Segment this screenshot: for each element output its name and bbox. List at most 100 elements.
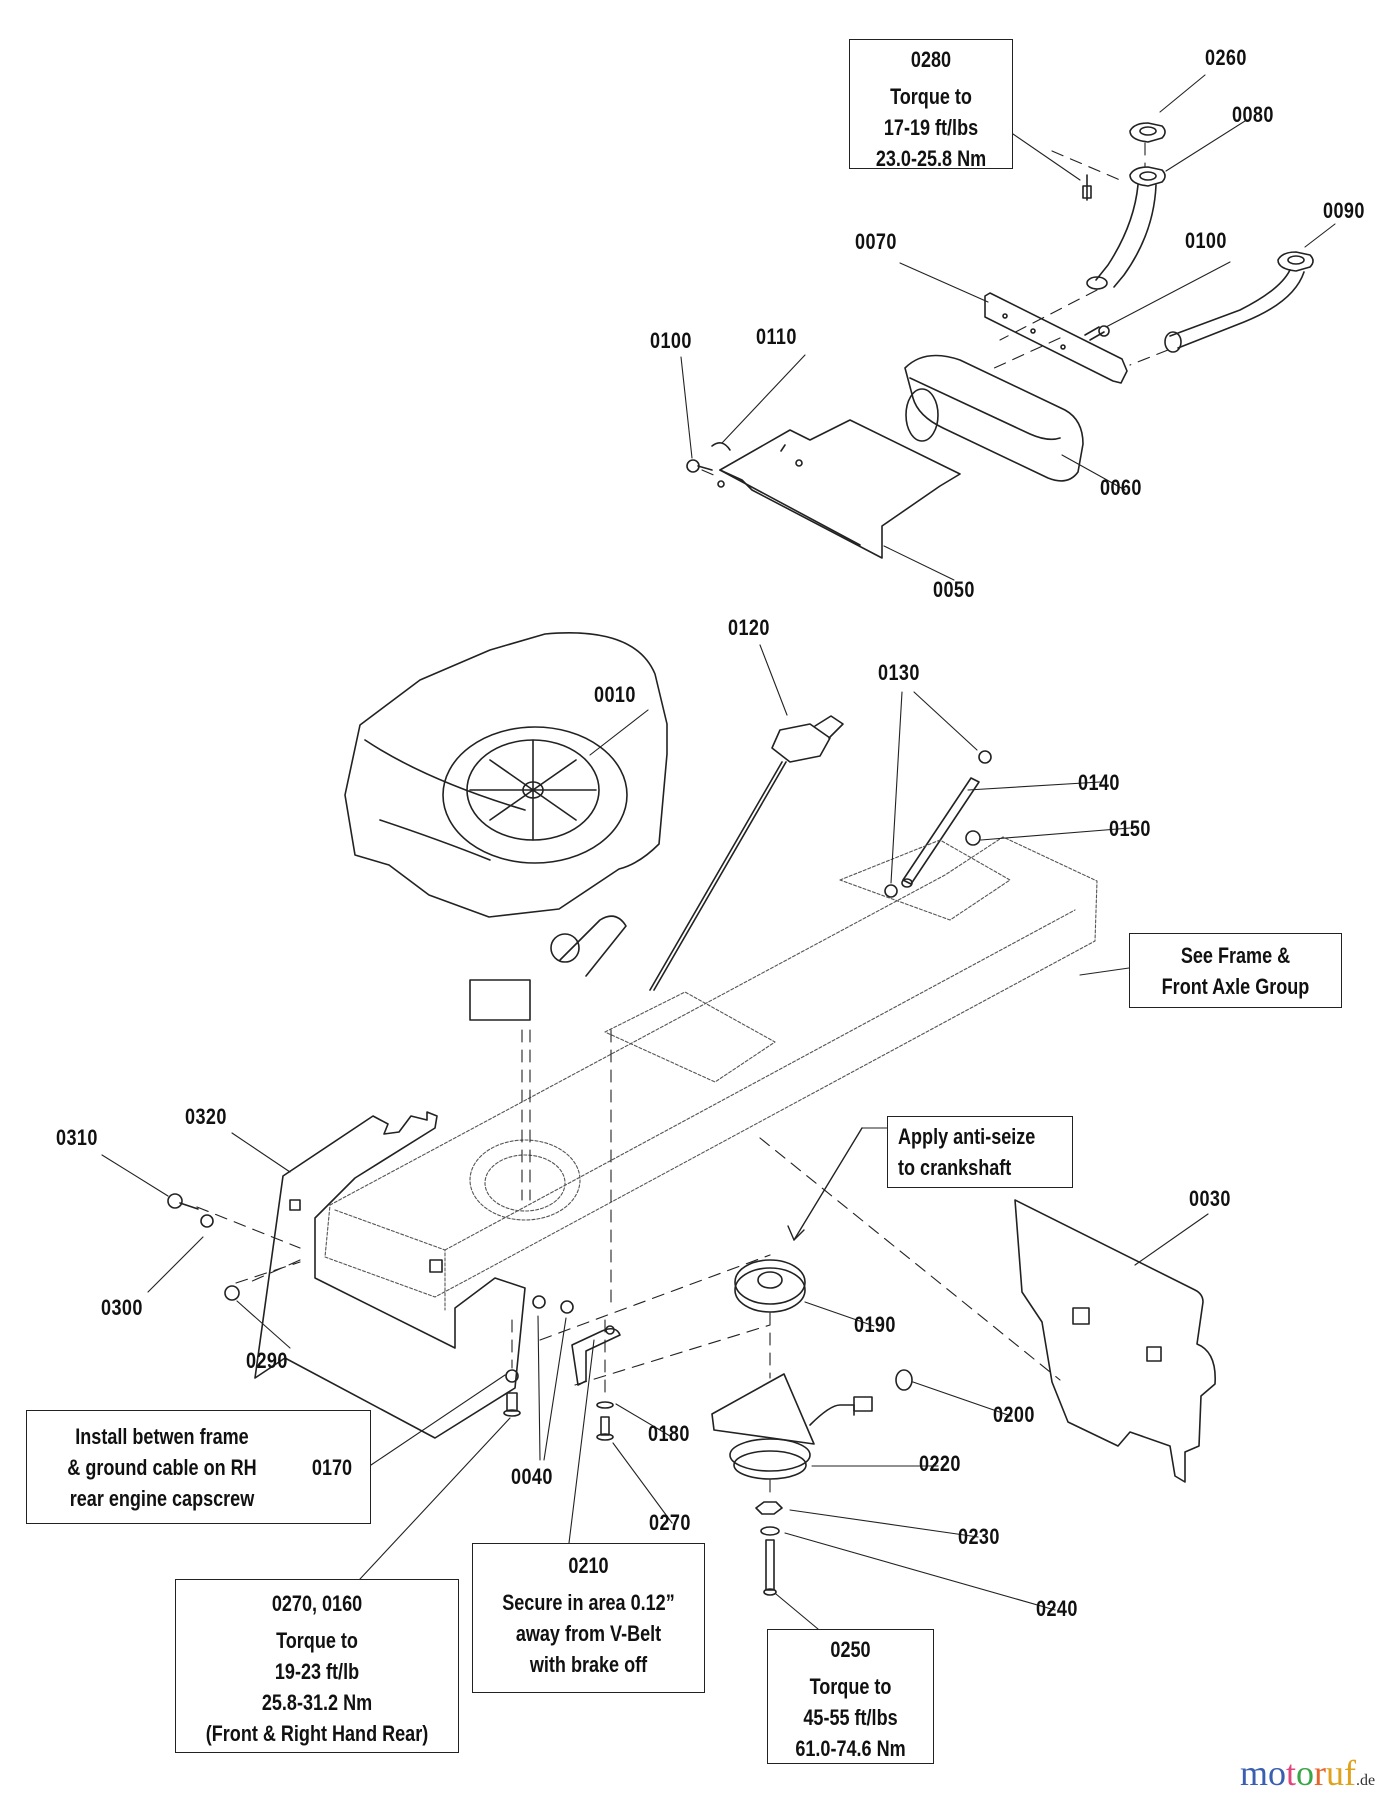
bolt-0250[interactable] xyxy=(763,1539,777,1596)
part-label-0300[interactable]: 0300 xyxy=(101,1295,143,1320)
engine-0010[interactable] xyxy=(344,632,668,1021)
note-line: 17-19 ft/lbs xyxy=(883,115,979,140)
nuts-0040[interactable] xyxy=(532,1295,574,1314)
fuel-hose-0140[interactable] xyxy=(901,777,980,888)
watermark-letter: m xyxy=(1240,1753,1269,1793)
watermark-letter: o xyxy=(1296,1753,1315,1793)
spacer-0230[interactable] xyxy=(755,1501,783,1515)
part-label-0190[interactable]: 0190 xyxy=(854,1312,896,1337)
part-label-0010[interactable]: 0010 xyxy=(594,682,636,707)
part-label-0030[interactable]: 0030 xyxy=(1189,1186,1231,1211)
bolt-0100-right[interactable] xyxy=(1084,325,1110,341)
hose-clamp-0130-lower[interactable] xyxy=(884,884,898,898)
note-install-0170: Install betwen frame & ground cable on R… xyxy=(26,1410,371,1524)
part-label-0200[interactable]: 0200 xyxy=(993,1402,1035,1427)
note-line: away from V-Belt xyxy=(515,1621,662,1646)
note-line: 23.0-25.8 Nm xyxy=(875,146,987,171)
watermark-letter: t xyxy=(1286,1753,1297,1793)
note-line: Torque to xyxy=(890,84,972,109)
part-label-0320[interactable]: 0320 xyxy=(185,1104,227,1129)
note-line: Torque to xyxy=(276,1628,358,1653)
exhaust-gasket-0260[interactable] xyxy=(1129,122,1166,143)
washer-0180[interactable] xyxy=(596,1401,614,1409)
note-line: rear engine capscrew xyxy=(69,1486,255,1511)
part-label-0110[interactable]: 0110 xyxy=(756,324,797,349)
note-line: 61.0-74.6 Nm xyxy=(795,1736,906,1761)
nut-0300[interactable] xyxy=(200,1214,214,1228)
watermark-letter: f xyxy=(1344,1753,1357,1793)
capscrew-0270-left[interactable] xyxy=(503,1392,521,1417)
note-line: Torque to xyxy=(809,1674,892,1699)
watermark-letter: r xyxy=(1314,1753,1327,1793)
pulley-0190[interactable] xyxy=(734,1259,806,1313)
note-line: Apply anti-seize xyxy=(898,1124,1036,1149)
watermark-letter: o xyxy=(1268,1753,1287,1793)
part-label-0180[interactable]: 0180 xyxy=(648,1421,690,1446)
note-line: 19-23 ft/lb xyxy=(274,1659,360,1684)
capscrew-0310[interactable] xyxy=(167,1193,199,1210)
note-secure-0210: 0210 Secure in area 0.12” away from V-Be… xyxy=(472,1543,705,1693)
bolt-0280[interactable] xyxy=(1082,174,1092,201)
part-label-0270[interactable]: 0270 xyxy=(649,1510,691,1535)
note-line: 45-55 ft/lbs xyxy=(803,1705,898,1730)
heat-shield-0050[interactable] xyxy=(717,419,961,559)
note-line: Secure in area 0.12” xyxy=(502,1590,675,1615)
clip-0110[interactable] xyxy=(711,442,731,451)
part-label-0040[interactable]: 0040 xyxy=(511,1464,553,1489)
note-line: to crankshaft xyxy=(898,1155,1012,1180)
deflector-0030[interactable] xyxy=(1014,1199,1216,1483)
part-label-0050[interactable]: 0050 xyxy=(933,577,975,602)
clip-0200[interactable] xyxy=(895,1369,913,1391)
note-line: Front Axle Group xyxy=(1161,974,1310,999)
muffler-0060[interactable] xyxy=(904,354,1084,482)
leader-lines xyxy=(101,74,1336,1630)
bolt-0100-left[interactable] xyxy=(686,459,713,473)
note-part-number: 0250 xyxy=(830,1637,871,1662)
part-label-0080[interactable]: 0080 xyxy=(1232,102,1274,127)
nut-0290[interactable] xyxy=(224,1285,240,1301)
capscrew-0270-right[interactable] xyxy=(596,1416,614,1441)
rear-bracket-0320[interactable] xyxy=(254,1111,526,1439)
part-label-0060[interactable]: 0060 xyxy=(1100,475,1142,500)
part-label-0230[interactable]: 0230 xyxy=(958,1524,1000,1549)
part-label-0240[interactable]: 0240 xyxy=(1036,1596,1078,1621)
watermark-logo: motoruf.de xyxy=(1240,1752,1375,1794)
muffler-bracket-0070[interactable] xyxy=(984,292,1128,384)
part-label-0120[interactable]: 0120 xyxy=(728,615,770,640)
exhaust-pipe-0080[interactable] xyxy=(1086,166,1166,290)
part-label-0220[interactable]: 0220 xyxy=(919,1451,961,1476)
exhaust-pipe-0090[interactable] xyxy=(1164,251,1314,353)
part-label-0140[interactable]: 0140 xyxy=(1078,770,1120,795)
pto-clutch-0220[interactable] xyxy=(711,1373,873,1480)
part-label-0150[interactable]: 0150 xyxy=(1109,816,1151,841)
note-part-number: 0280 xyxy=(910,47,952,72)
assembly-guide-lines xyxy=(196,142,1169,1501)
part-label-0090[interactable]: 0090 xyxy=(1323,198,1365,223)
throttle-control-0120[interactable] xyxy=(649,715,844,991)
note-line: (Front & Right Hand Rear) xyxy=(205,1721,429,1746)
note-line: & ground cable on RH xyxy=(67,1455,257,1480)
part-label-0130[interactable]: 0130 xyxy=(878,660,920,685)
note-part-number: 0270, 0160 xyxy=(271,1591,363,1616)
part-label-0260[interactable]: 0260 xyxy=(1205,45,1247,70)
star-washer[interactable] xyxy=(505,1369,519,1383)
part-label-0070[interactable]: 0070 xyxy=(855,229,897,254)
part-label-0310[interactable]: 0310 xyxy=(56,1125,98,1150)
note-part-number: 0210 xyxy=(568,1553,609,1578)
note-frame-reference[interactable]: See Frame & Front Axle Group xyxy=(1129,933,1342,1008)
clamp-0150[interactable] xyxy=(965,830,981,846)
note-line: with brake off xyxy=(529,1652,648,1677)
brake-arm-0210[interactable] xyxy=(571,1325,621,1386)
part-label-0100-right[interactable]: 0100 xyxy=(1185,228,1227,253)
note-line: Install betwen frame xyxy=(75,1424,249,1449)
note-torque-0250: 0250 Torque to 45-55 ft/lbs 61.0-74.6 Nm xyxy=(767,1629,934,1764)
washer-0240[interactable] xyxy=(760,1526,780,1536)
note-part-number[interactable]: 0170 xyxy=(311,1455,353,1480)
note-line: See Frame & xyxy=(1180,943,1291,968)
note-line: 25.8-31.2 Nm xyxy=(261,1690,373,1715)
part-label-0290[interactable]: 0290 xyxy=(246,1348,288,1373)
watermark-suffix: .de xyxy=(1356,1772,1376,1789)
part-label-0100-left[interactable]: 0100 xyxy=(650,328,692,353)
hose-clamp-0130-upper[interactable] xyxy=(978,750,992,764)
